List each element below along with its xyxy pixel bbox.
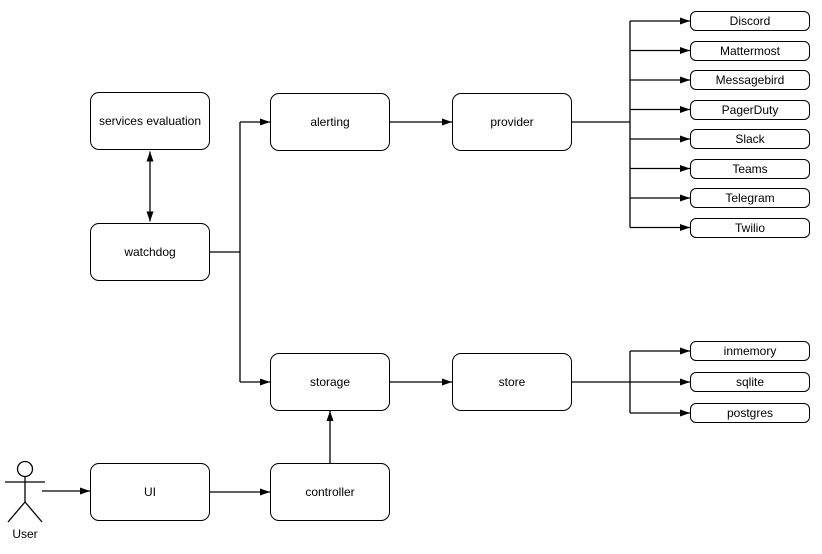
leaf-store-inmemory: inmemory <box>690 341 810 361</box>
node-provider: provider <box>452 93 572 151</box>
leaf-provider-discord: Discord <box>690 11 810 31</box>
node-controller: controller <box>270 463 390 521</box>
actor-left-leg <box>7 501 26 523</box>
leaf-provider-messagebird: Messagebird <box>690 70 810 90</box>
leaf-provider-slack: Slack <box>690 129 810 149</box>
leaf-provider-twilio: Twilio <box>690 217 810 238</box>
edges <box>42 17 690 496</box>
node-watchdog: watchdog <box>90 223 210 281</box>
node-storage: storage <box>270 353 390 411</box>
leaf-provider-telegram: Telegram <box>690 188 810 208</box>
leaf-provider-teams: Teams <box>690 158 810 179</box>
leaf-provider-mattermost: Mattermost <box>690 40 810 61</box>
leaf-provider-pagerduty: PagerDuty <box>690 99 810 120</box>
user-actor-label: User <box>12 527 38 541</box>
node-services-evaluation: services evaluation <box>90 92 210 150</box>
user-actor-icon <box>5 460 45 523</box>
node-ui: UI <box>90 463 210 521</box>
actor-right-leg <box>24 501 43 523</box>
actor-head <box>16 460 34 478</box>
node-store: store <box>452 353 572 411</box>
node-alerting: alerting <box>270 93 390 151</box>
leaf-store-sqlite: sqlite <box>690 372 810 392</box>
leaf-store-postgres: postgres <box>690 403 810 423</box>
